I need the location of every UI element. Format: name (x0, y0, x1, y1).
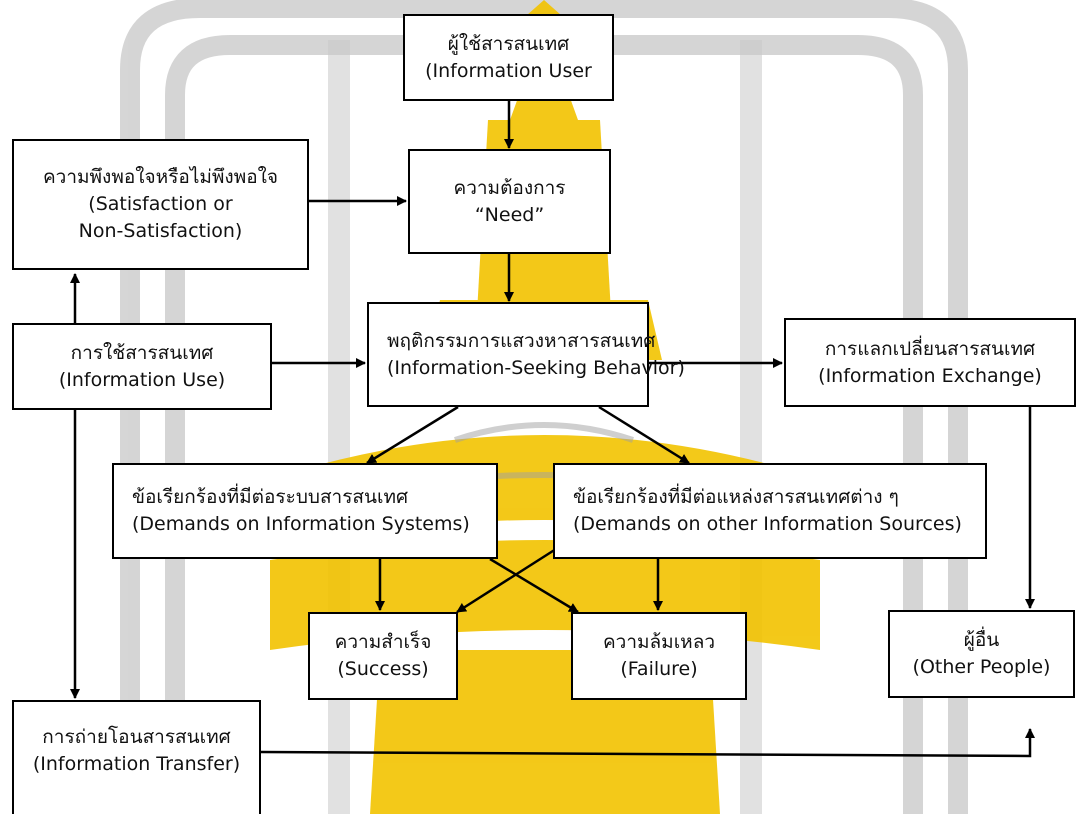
success-thai: ความสำเร็จ (334, 631, 432, 654)
demands-sources-english: (Demands on other Information Sources) (573, 513, 962, 535)
node-failure: ความล้มเหลว (Failure) (571, 612, 747, 700)
node-demands-other-sources: ข้อเรียกร้องที่มีต่อแหล่งสารสนเทศต่าง ๆ … (553, 463, 987, 559)
other-people-english: (Other People) (912, 656, 1051, 678)
node-information-user: ผู้ใช้สารสนเทศ (Information User (403, 14, 614, 101)
information-exchange-thai: การแลกเปลี่ยนสารสนเทศ (824, 337, 1036, 360)
arrow-transfer-to-other-people (260, 728, 1035, 758)
demands-systems-thai: ข้อเรียกร้องที่มีต่อระบบสารสนเทศ (132, 486, 409, 509)
information-transfer-thai: การถ่ายโอนสารสนเทศ (42, 726, 231, 748)
node-satisfaction: ความพึงพอใจหรือไม่พึงพอใจ (Satisfaction … (12, 139, 309, 270)
arrow-behavior-to-demands-systems (366, 405, 459, 465)
information-use-english: (Information Use) (58, 368, 226, 391)
node-information-use: การใช้สารสนเทศ (Information Use) (12, 323, 272, 410)
node-information-exchange: การแลกเปลี่ยนสารสนเทศ (Information Excha… (784, 318, 1076, 407)
node-demands-information-systems: ข้อเรียกร้องที่มีต่อระบบสารสนเทศ (Demand… (112, 463, 498, 559)
demands-systems-english: (Demands on Information Systems) (132, 513, 470, 535)
information-exchange-english: (Information Exchange) (818, 364, 1042, 387)
demands-sources-thai: ข้อเรียกร้องที่มีต่อแหล่งสารสนเทศต่าง ๆ (573, 486, 899, 509)
node-information-transfer: การถ่ายโอนสารสนเทศ (Information Transfer… (12, 700, 261, 814)
node-information-seeking-behavior: พฤติกรรมการแสวงหาสารสนเทศ (Information-S… (367, 302, 685, 407)
satisfaction-english-1: (Satisfaction or (88, 193, 233, 216)
seeking-behavior-english: (Information-Seeking Behavior) (387, 356, 685, 379)
node-success: ความสำเร็จ (Success) (308, 612, 458, 700)
node-other-people: ผู้อื่น (Other People) (888, 610, 1075, 698)
arrow-behavior-to-demands-sources (598, 405, 690, 465)
node-need: ความต้องการ “Need” (408, 149, 611, 254)
need-english: “Need” (474, 203, 545, 226)
seeking-behavior-thai: พฤติกรรมการแสวงหาสารสนเทศ (387, 329, 656, 352)
information-use-thai: การใช้สารสนเทศ (70, 341, 214, 364)
failure-thai: ความล้มเหลว (602, 631, 716, 654)
satisfaction-english-2: Non-Satisfaction) (78, 219, 243, 242)
information-transfer-english: (Information Transfer) (32, 752, 241, 775)
need-thai: ความต้องการ (453, 176, 566, 199)
information-user-thai: ผู้ใช้สารสนเทศ (447, 32, 570, 55)
satisfaction-thai: ความพึงพอใจหรือไม่พึงพอใจ (42, 166, 279, 189)
arrow-sources-to-success (456, 547, 557, 614)
information-user-english: (Information User (425, 59, 592, 82)
other-people-thai: ผู้อื่น (963, 629, 1000, 652)
success-english: (Success) (337, 658, 429, 680)
arrow-systems-to-failure (489, 557, 579, 614)
failure-english: (Failure) (620, 658, 698, 680)
